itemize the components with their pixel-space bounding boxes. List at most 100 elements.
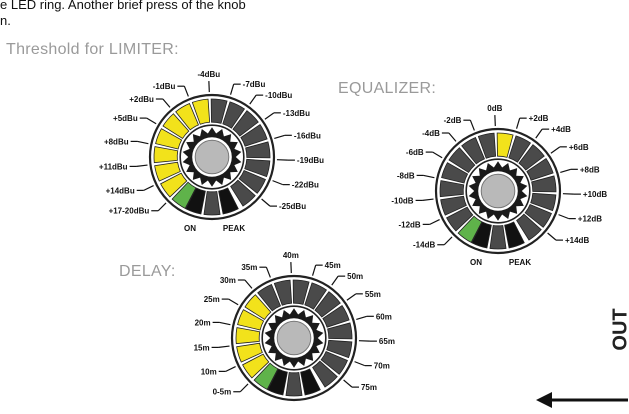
delay-leader-line: [311, 264, 317, 276]
limiter-scale-label: -16dBu: [294, 131, 321, 140]
equalizer-knob: -14dB-12dB-10dB-8dB-6dB-4dB-2dB0dB+2dB+4…: [391, 104, 607, 267]
limiter-led: [238, 169, 266, 194]
limiter-scale-label: -19dBu: [297, 156, 324, 165]
limiter-leader-line: [137, 140, 149, 145]
limiter-leader-line: [274, 134, 286, 140]
limiter-led: [244, 158, 271, 178]
delay-leader-line: [346, 293, 357, 301]
equalizer-led: [524, 203, 552, 228]
delay-leader-line: [331, 275, 339, 286]
limiter-scale-label: -4dBu: [198, 70, 221, 79]
equalizer-scale-label: -8dB: [397, 171, 415, 180]
equalizer-on-label: ON: [470, 258, 482, 267]
limiter-led: [171, 181, 197, 209]
equalizer-leader-line: [443, 236, 453, 246]
delay-scale-label: 15m: [194, 343, 210, 352]
delay-scale-label: 55m: [365, 290, 381, 299]
equalizer-led: [496, 132, 514, 158]
equalizer-scale-label: +8dB: [580, 165, 600, 174]
delay-title: DELAY:: [119, 263, 176, 280]
limiter-scale-label: +5dBu: [113, 114, 138, 123]
delay-led: [320, 350, 348, 375]
limiter-led: [154, 161, 181, 182]
limiter-scale-label: -1dBu: [153, 82, 176, 91]
intro-line-1: e LED ring. Another brief press of the k…: [0, 0, 246, 12]
equalizer-scale-label: -10dB: [391, 196, 413, 205]
delay-scale-label: 25m: [204, 295, 220, 304]
equalizer-knob-cap[interactable]: [480, 173, 516, 209]
equalizer-title: EQUALIZER:: [338, 80, 437, 97]
delay-led: [244, 294, 272, 320]
limiter-leader-line: [261, 198, 271, 207]
intro-text: e LED ring. Another brief press of the k…: [0, 0, 246, 29]
equalizer-scale-label: +14dB: [565, 236, 589, 245]
delay-led: [326, 339, 353, 359]
limiter-leader-line: [229, 83, 235, 95]
delay-leader-line: [219, 321, 231, 326]
limiter-led: [191, 98, 211, 125]
delay-scale-label: 45m: [325, 261, 341, 270]
equalizer-scale-label: 0dB: [487, 104, 502, 113]
delay-led: [314, 291, 341, 318]
equalizer-peak-label: PEAK: [509, 258, 531, 267]
equalizer-leader-line: [535, 128, 543, 139]
equalizer-leader-line: [422, 198, 434, 201]
out-label: OUT: [609, 308, 629, 351]
equalizer-scale-label: +2dB: [529, 114, 549, 123]
equalizer-scale-label: +4dB: [551, 125, 571, 134]
delay-led: [322, 305, 350, 328]
delay-scale-label: 20m: [195, 318, 211, 327]
limiter-scale-label: -25dBu: [279, 202, 306, 211]
delay-led: [312, 360, 338, 388]
delay-leader-line: [239, 383, 249, 393]
intro-line-2: n.: [0, 13, 11, 28]
delay-led: [242, 353, 270, 379]
limiter-status-led: [203, 191, 221, 216]
equalizer-led: [461, 137, 486, 165]
limiter-leader-line: [272, 180, 284, 186]
delay-leader-line: [228, 298, 239, 306]
equalizer-scale-label: +10dB: [583, 190, 607, 199]
limiter-status-led: [185, 187, 206, 215]
equalizer-scale-label: -12dB: [398, 220, 420, 229]
delay-led: [327, 322, 353, 340]
delay-leader-line: [225, 366, 236, 372]
equalizer-status-led: [504, 221, 525, 249]
equalizer-status-led: [489, 225, 507, 250]
equalizer-leader-line: [547, 232, 557, 241]
delay-leader-line: [265, 266, 271, 278]
limiter-leader-line: [162, 98, 171, 108]
equalizer-scale-label: +6dB: [569, 143, 589, 152]
delay-status-led: [267, 368, 288, 396]
limiter-scale-label: +17-20dBu: [109, 207, 150, 216]
limiter-knob: +17-20dBu+14dBu+11dBu+8dBu+5dBu+2dBu-1dB…: [99, 70, 324, 233]
delay-scale-label: 65m: [379, 337, 395, 346]
limiter-led: [162, 113, 190, 139]
limiter-led: [153, 146, 179, 164]
limiter-scale-label: -13dBu: [283, 109, 310, 118]
equalizer-led: [526, 158, 554, 181]
equalizer-scale-label: -6dB: [406, 148, 424, 157]
limiter-led: [245, 141, 271, 159]
equalizer-scale-label: -2dB: [444, 116, 462, 125]
limiter-led: [222, 101, 245, 129]
delay-led: [273, 279, 293, 306]
limiter-scale-label: +8dBu: [104, 137, 129, 146]
equalizer-led: [448, 147, 476, 173]
limiter-peak-label: PEAK: [223, 224, 245, 233]
equalizer-leader-line: [469, 119, 475, 131]
equalizer-leader-line: [558, 214, 570, 220]
limiter-scale-label: +14dBu: [106, 186, 135, 195]
delay-scale-label: 40m: [283, 251, 299, 260]
equalizer-led: [457, 215, 483, 243]
delay-scale-label: 60m: [376, 312, 392, 321]
limiter-on-label: ON: [184, 224, 196, 233]
delay-scale-label: 30m: [220, 276, 236, 285]
delay-knob-cap[interactable]: [276, 320, 312, 356]
equalizer-led: [530, 192, 557, 212]
limiter-knob-cap[interactable]: [194, 139, 230, 175]
equalizer-led: [439, 180, 465, 198]
delay-status-led: [300, 368, 321, 396]
equalizer-led: [508, 135, 531, 163]
